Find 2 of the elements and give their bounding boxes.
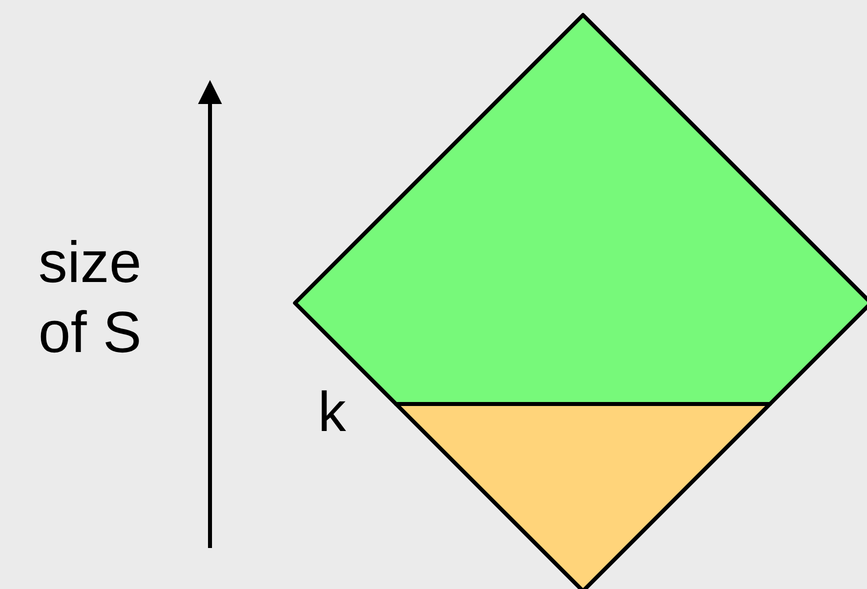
level-label: k [318,380,346,444]
axis-label: size of S [37,229,143,367]
